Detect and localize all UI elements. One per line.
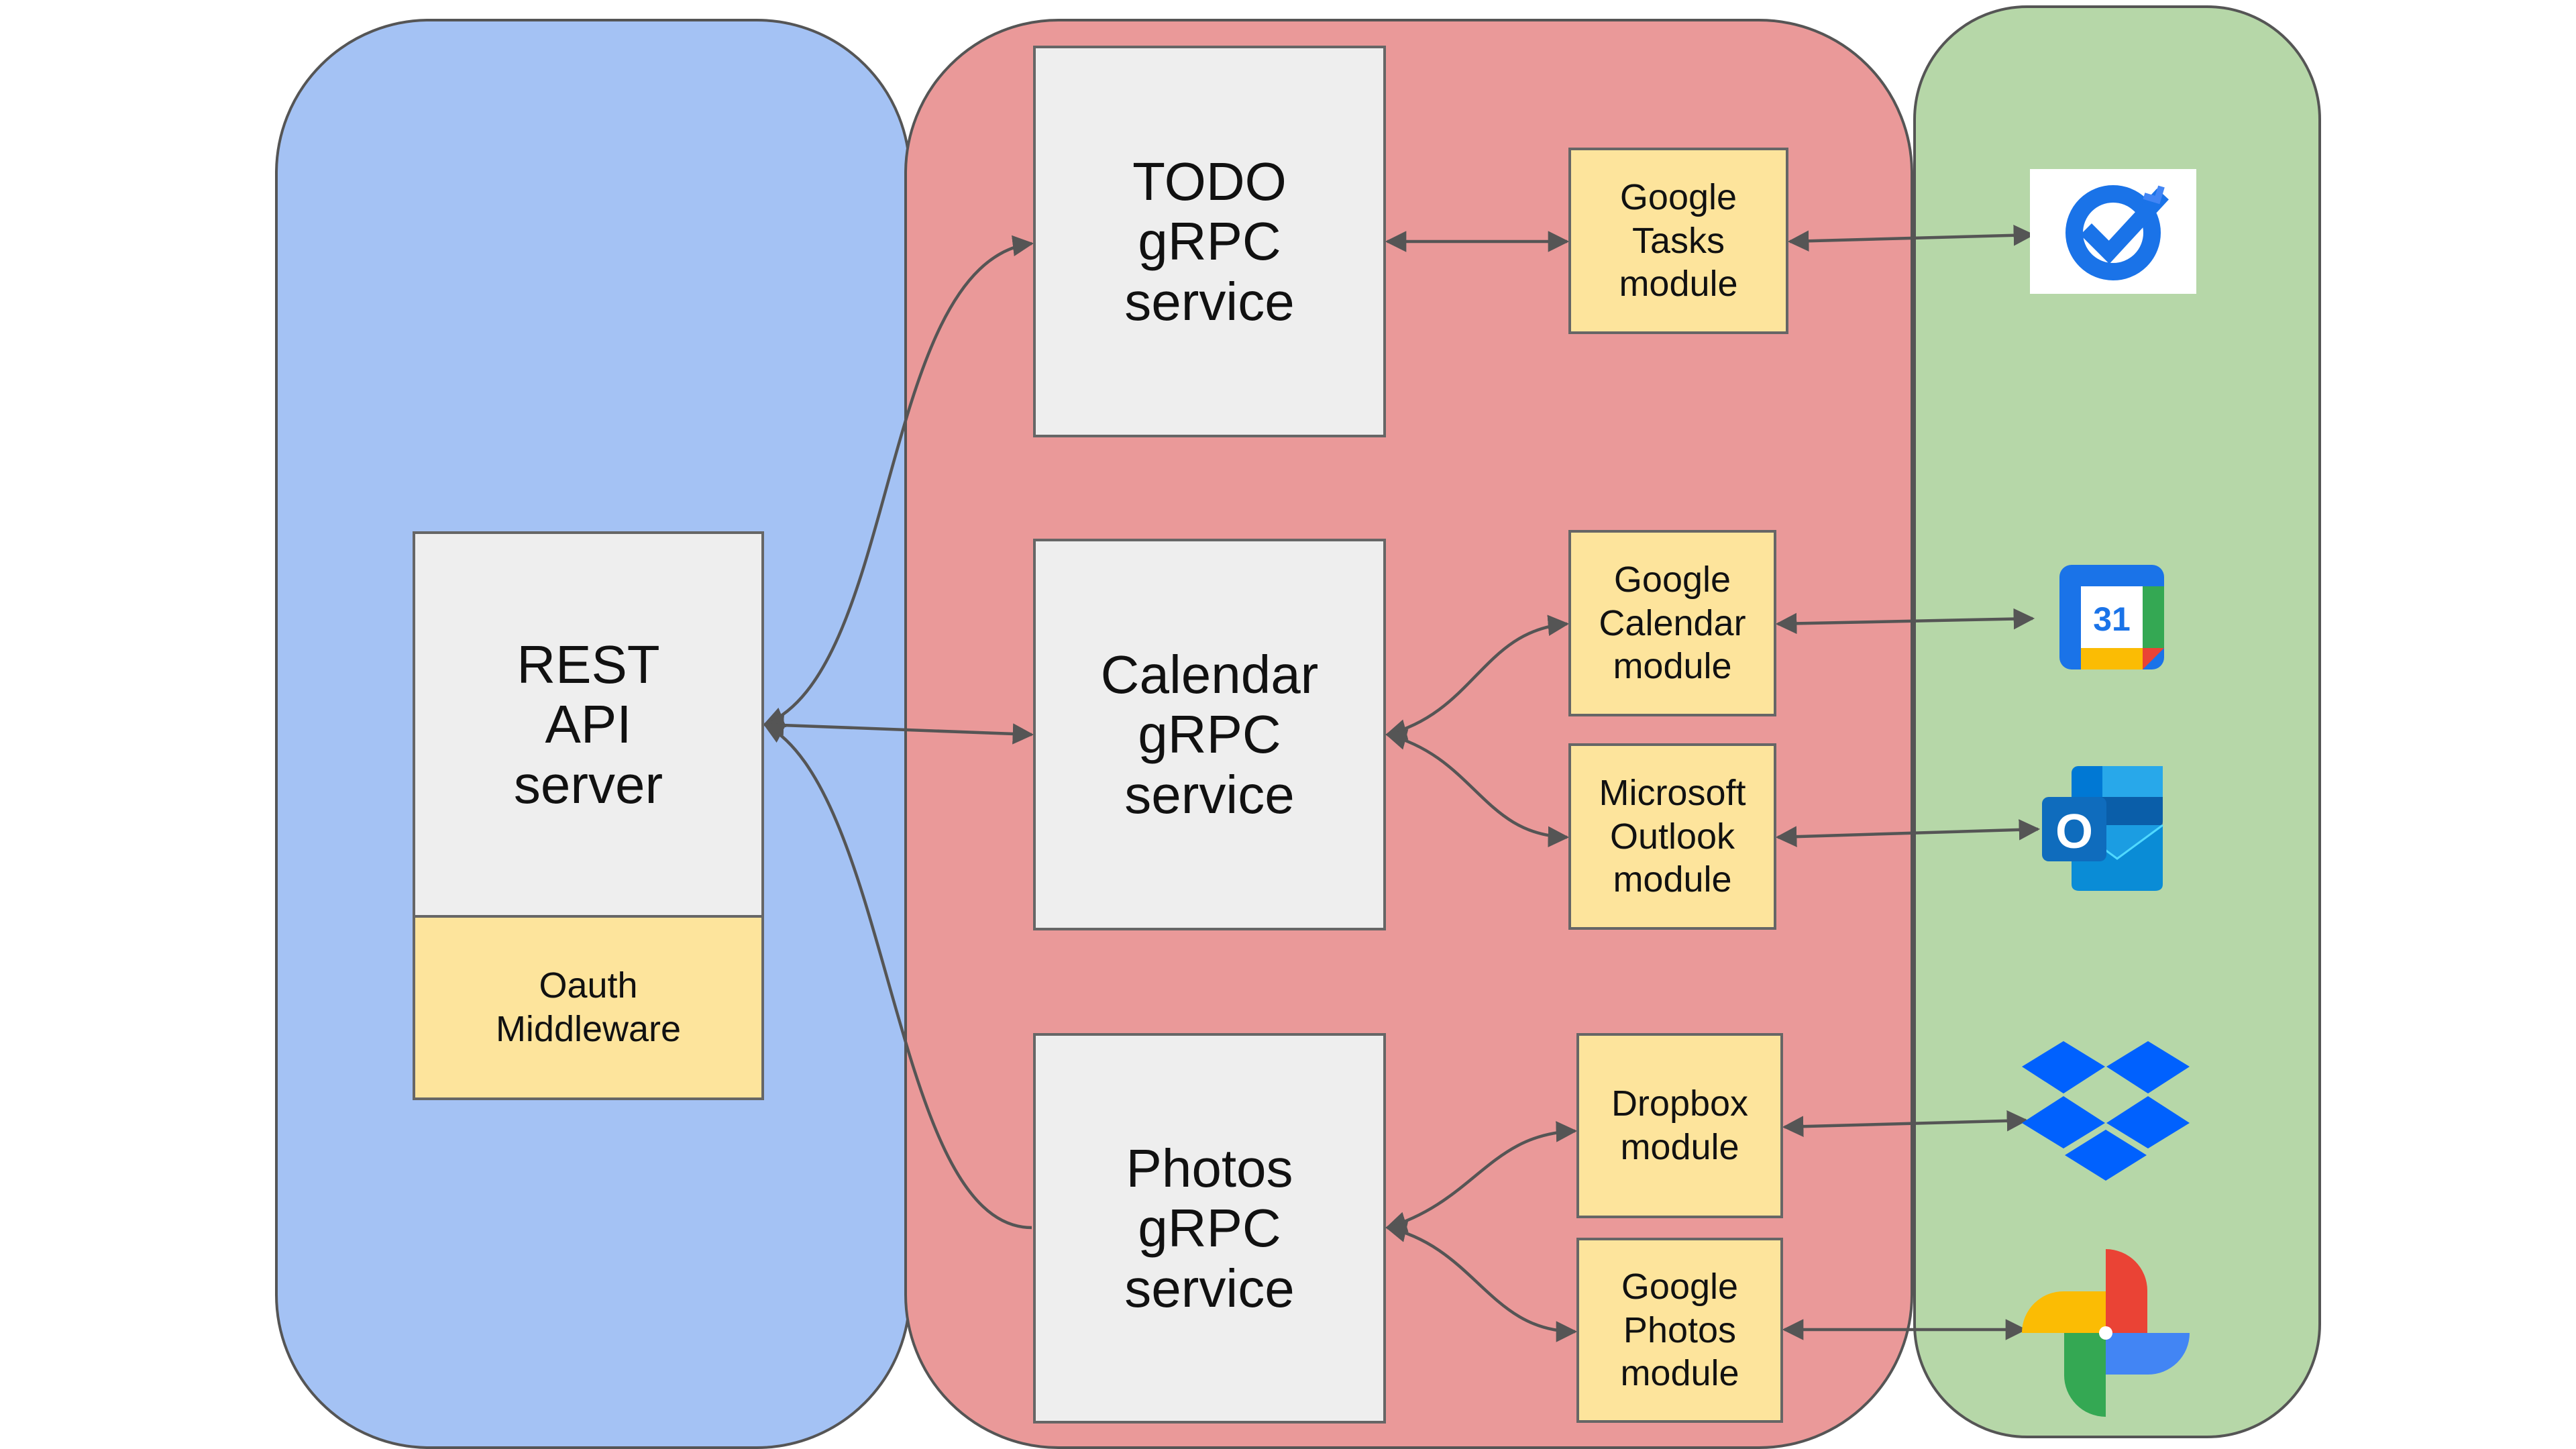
calendar-icon-number: 31 (2093, 600, 2131, 638)
arrow-gcal-external (1775, 608, 2035, 635)
calendar-service-label: Calendar gRPC service (1100, 644, 1319, 824)
rest-api-server-label: REST API server (513, 634, 663, 814)
arrow-photos-gphotos (1385, 1221, 1578, 1342)
google-photos-icon (2022, 1249, 2190, 1417)
arrow-rest-calendar (762, 714, 1034, 745)
arrow-tasks-external (1787, 225, 2035, 252)
google-tasks-module-label: Google Tasks module (1619, 176, 1738, 305)
google-photos-module-label: Google Photos module (1620, 1266, 1739, 1394)
google-tasks-module-box: Google Tasks module (1568, 148, 1788, 334)
todo-service-label: TODO gRPC service (1124, 151, 1295, 331)
oauth-middleware-label: Oauth Middleware (495, 965, 682, 1049)
dropbox-module-label: Dropbox module (1611, 1083, 1749, 1167)
outlook-module-box: Microsoft Outlook module (1568, 743, 1776, 930)
photos-service-label: Photos gRPC service (1124, 1138, 1295, 1318)
calendar-service-box: Calendar gRPC service (1033, 539, 1386, 930)
google-photos-module-box: Google Photos module (1576, 1238, 1783, 1423)
oauth-middleware-box: Oauth Middleware (413, 915, 764, 1100)
google-calendar-module-box: Google Calendar module (1568, 530, 1776, 716)
arrow-photos-dropbox (1385, 1121, 1578, 1232)
google-calendar-module-label: Google Calendar module (1599, 559, 1746, 687)
dropbox-icon (2022, 1041, 2190, 1181)
microsoft-outlook-icon: O (2042, 766, 2163, 891)
photos-service-box: Photos gRPC service (1033, 1033, 1386, 1424)
arrow-dropbox-external (1782, 1110, 2029, 1137)
arrow-outlook-external (1775, 819, 2041, 847)
rest-api-server-box: REST API server (413, 531, 764, 918)
google-tasks-icon (2030, 169, 2196, 294)
outlook-module-label: Microsoft Outlook module (1599, 772, 1746, 900)
arrow-rest-photos (763, 723, 1032, 1230)
outlook-icon-letter: O (2055, 805, 2093, 859)
todo-service-box: TODO gRPC service (1033, 46, 1386, 437)
arrow-rest-todo (763, 235, 1034, 728)
google-calendar-icon: 31 (2059, 565, 2164, 669)
dropbox-module-box: Dropbox module (1576, 1033, 1783, 1218)
arrow-calendar-gcal (1385, 614, 1570, 740)
arrow-calendar-outlook (1385, 729, 1570, 848)
